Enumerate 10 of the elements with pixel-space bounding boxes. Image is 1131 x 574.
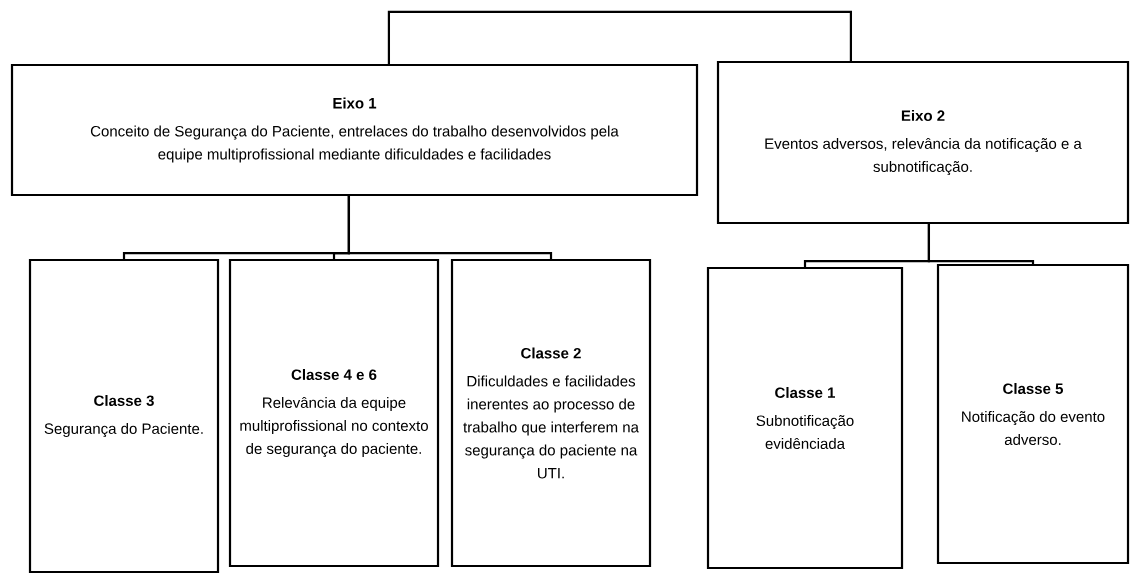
connector-line — [927, 224, 1035, 264]
category-box: Eixo 2 Eventos adversos, relevância da notificação e a subnotificação. — [716, 60, 1130, 225]
connector-line — [347, 196, 553, 259]
category-box: Classe 3 Segurança do Paciente. — [28, 258, 220, 574]
category-box: Eixo 1 Conceito de Segurança do Paciente, entrelaces do trabalho desenvolvidos pela equipe multiprofissional mediante dificuldades e facilidades — [10, 63, 699, 197]
connector-line — [387, 10, 852, 64]
category-box: Classe 2 Dificuldades e facilidades inerentes ao processo de trabalho que interferem na segurança do paciente na UTI. — [450, 258, 652, 568]
category-box: Classe 1 Subnotificação evidênciada — [706, 266, 904, 570]
category-box: Classe 4 e 6 Relevância da equipe multiprofissional no contexto de segurança do paciente. — [228, 258, 440, 568]
category-box: Classe 5 Notificação do evento adverso. — [936, 263, 1130, 565]
